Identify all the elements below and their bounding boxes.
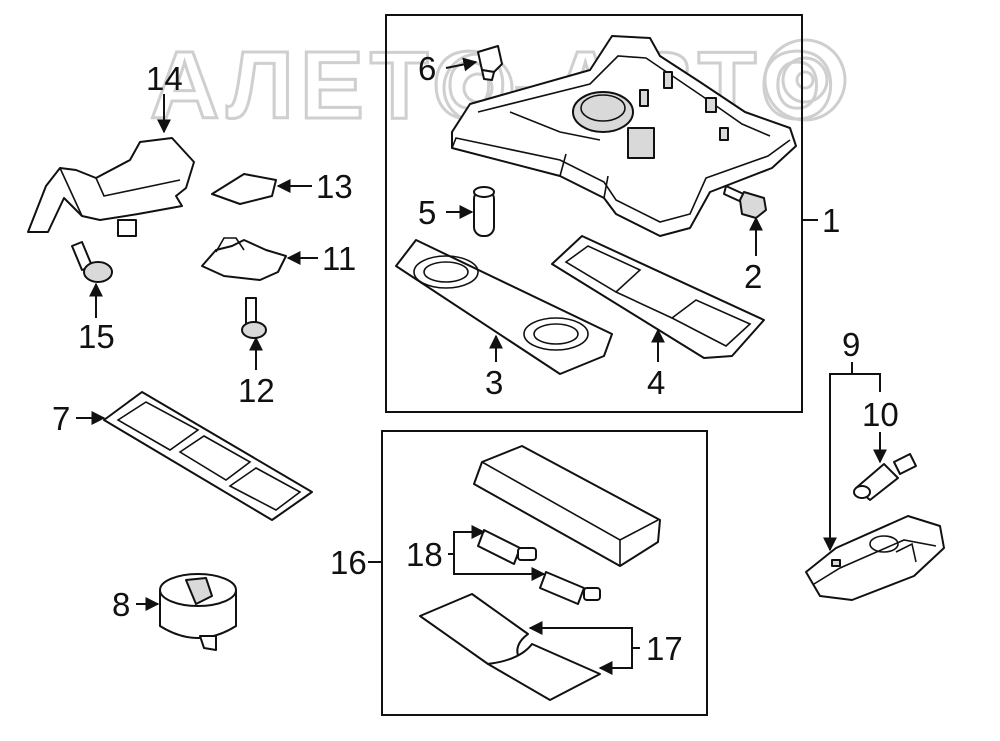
watermark-ring-icon bbox=[763, 38, 847, 122]
part-2-screw bbox=[723, 185, 767, 219]
callout-8: 8 bbox=[112, 586, 130, 623]
callout-14: 14 bbox=[146, 60, 183, 97]
callout-11: 11 bbox=[322, 240, 356, 277]
part-10-bulb bbox=[853, 453, 917, 501]
leader-lines bbox=[76, 57, 887, 675]
callout-3: 3 bbox=[485, 364, 503, 401]
callout-4: 4 bbox=[647, 364, 665, 401]
callout-10: 10 bbox=[862, 396, 899, 433]
callout-12: 12 bbox=[238, 372, 275, 409]
leader-17b bbox=[598, 648, 633, 675]
part-8-sensor bbox=[159, 573, 237, 651]
leader-17a bbox=[528, 621, 640, 649]
part-17-gasket bbox=[419, 593, 601, 701]
leader-9-branch bbox=[852, 373, 881, 392]
assembly-16-box bbox=[381, 430, 708, 716]
part-12-screw bbox=[241, 297, 267, 339]
callout-18: 18 bbox=[406, 536, 443, 573]
callout-13: 13 bbox=[316, 168, 353, 205]
part-9-map-lamp bbox=[805, 515, 945, 601]
leader-18a bbox=[448, 525, 486, 555]
callout-5: 5 bbox=[418, 194, 436, 231]
part-5-bulb bbox=[473, 186, 495, 237]
part-15-screw bbox=[71, 241, 113, 283]
callout-17: 17 bbox=[646, 630, 683, 667]
part-3-gasket bbox=[395, 239, 613, 375]
assembly-1-box bbox=[385, 14, 803, 413]
leader-18b bbox=[453, 554, 546, 581]
callout-6: 6 bbox=[418, 50, 436, 87]
part-11-bracket bbox=[201, 237, 287, 281]
part-18-bulbs bbox=[477, 529, 601, 605]
part-4-lens-panel bbox=[551, 235, 765, 359]
callout-2: 2 bbox=[744, 258, 762, 295]
callout-16: 16 bbox=[330, 544, 367, 581]
callout-labels: 1 2 3 4 5 6 7 8 9 10 11 12 13 14 15 16 1… bbox=[52, 50, 899, 667]
part-1-console-housing bbox=[451, 35, 797, 237]
part-13-pad bbox=[211, 173, 277, 205]
part-6-clip bbox=[477, 45, 503, 81]
callout-7: 7 bbox=[52, 400, 70, 437]
callout-9: 9 bbox=[842, 326, 860, 363]
callout-15: 15 bbox=[78, 318, 115, 355]
leader-9 bbox=[823, 362, 853, 552]
part-7-lens-panel bbox=[103, 391, 313, 521]
callout-1: 1 bbox=[822, 202, 840, 239]
part-14-bracket bbox=[27, 137, 195, 237]
part-16-lamp-lens bbox=[473, 445, 661, 567]
leader-6 bbox=[445, 57, 478, 72]
